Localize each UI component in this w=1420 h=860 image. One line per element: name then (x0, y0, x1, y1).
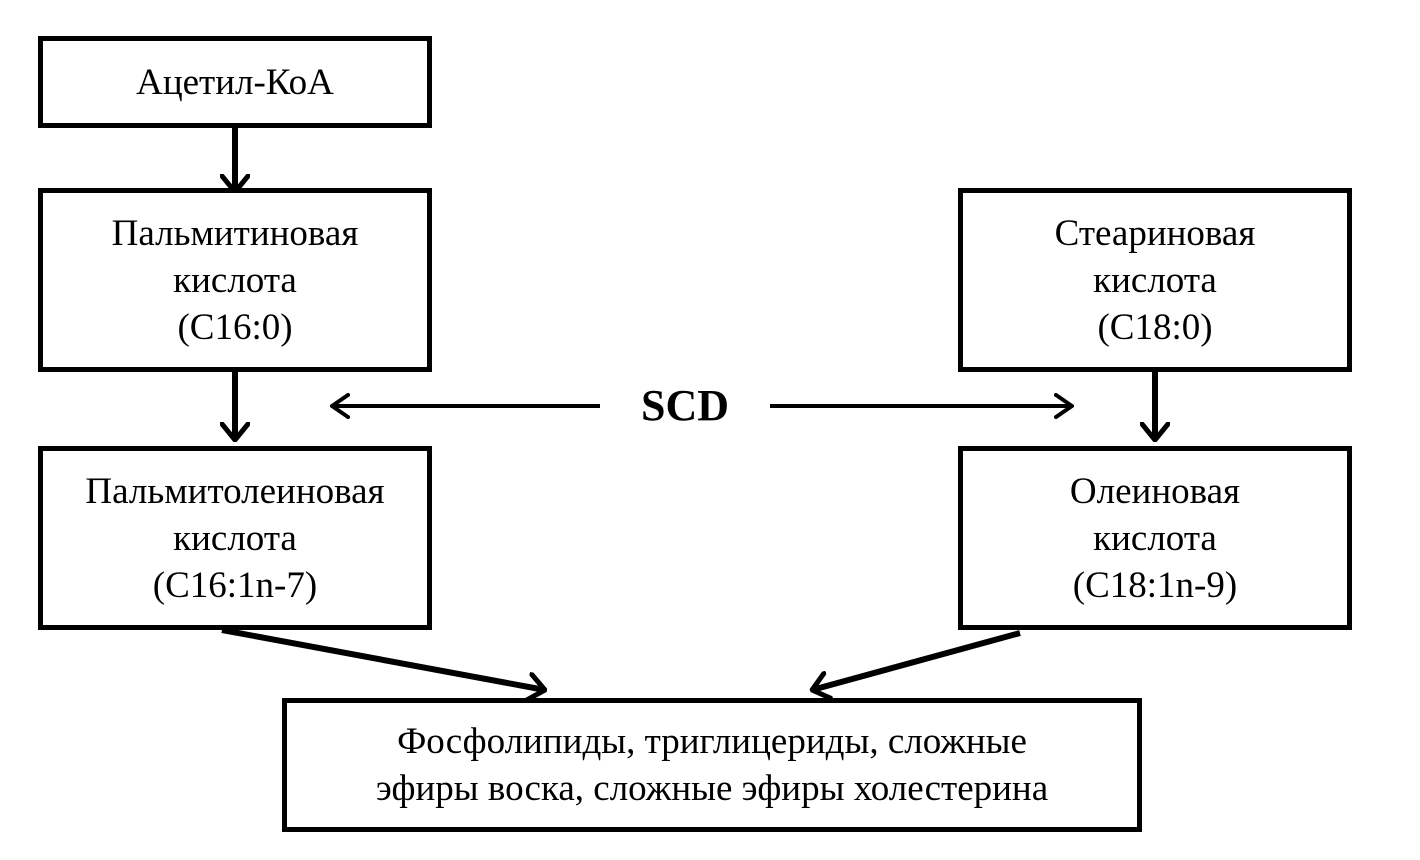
arrow-oleic-to-lipids (812, 630, 1021, 690)
node-stearic-acid-line-3: (C18:0) (1097, 306, 1213, 348)
node-complex-lipids: Фосфолипиды, триглицериды, сложные эфиры… (282, 698, 1142, 832)
node-acetyl-coa-line-1: Ацетил-КоА (136, 61, 334, 103)
node-palmitoleic-acid-line-3: (C16:1n-7) (152, 564, 318, 606)
node-oleic-acid-line-3: (C18:1n-9) (1072, 564, 1238, 606)
node-palmitic-acid-line-1: Пальмитиновая (111, 212, 359, 254)
enzyme-label-scd: SCD (605, 378, 765, 434)
node-stearic-acid-line-1: Стеариновая (1054, 212, 1256, 254)
node-acetyl-coa: Ацетил-КоА (38, 36, 432, 128)
node-palmitic-acid-line-3: (C16:0) (177, 306, 293, 348)
node-palmitoleic-acid-line-1: Пальмитолеиновая (85, 470, 385, 512)
node-stearic-acid-line-2: кислота (1093, 259, 1217, 301)
node-stearic-acid: Стеариновая кислота (C18:0) (958, 188, 1352, 372)
node-oleic-acid: Олеиновая кислота (C18:1n-9) (958, 446, 1352, 630)
node-palmitic-acid: Пальмитиновая кислота (C16:0) (38, 188, 432, 372)
node-palmitic-acid-line-2: кислота (173, 259, 297, 301)
node-oleic-acid-line-2: кислота (1093, 517, 1217, 559)
node-complex-lipids-line-2: эфиры воска, сложные эфиры холестерина (375, 768, 1049, 809)
node-oleic-acid-line-1: Олеиновая (1069, 470, 1241, 512)
arrow-palmitoleic-to-lipids (221, 627, 545, 690)
node-palmitoleic-acid-line-2: кислота (173, 517, 297, 559)
node-palmitoleic-acid: Пальмитолеиновая кислота (C16:1n-7) (38, 446, 432, 630)
node-complex-lipids-line-1: Фосфолипиды, триглицериды, сложные (397, 721, 1027, 762)
